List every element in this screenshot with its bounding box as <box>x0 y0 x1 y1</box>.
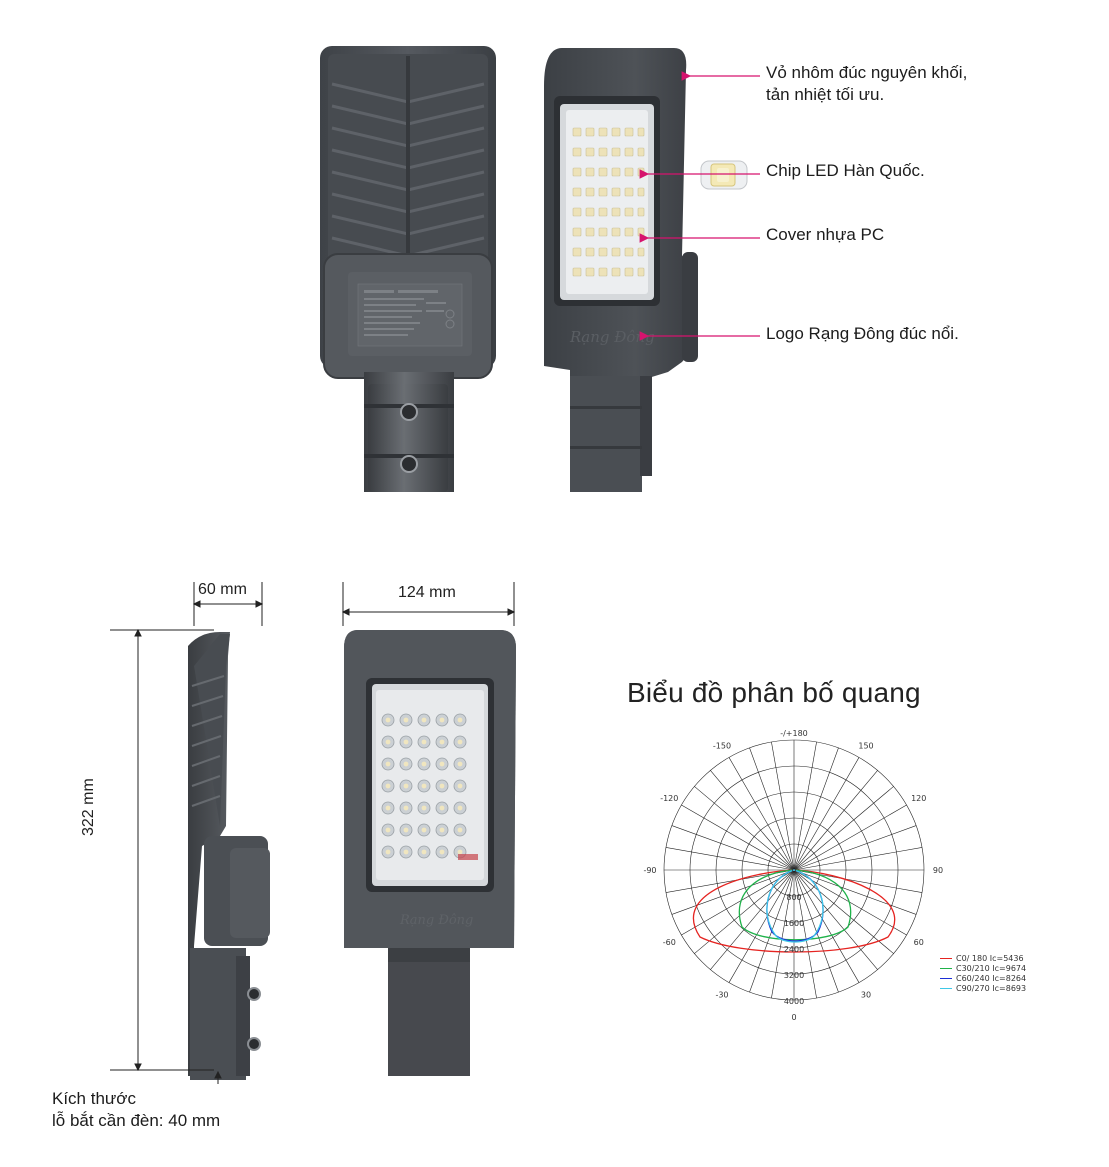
polar-angle-label: 90 <box>933 866 943 875</box>
polar-spoke <box>671 825 795 871</box>
polar-angle-label: -30 <box>715 991 728 1000</box>
led-grid-front <box>572 127 645 277</box>
legend-swatch-c90 <box>940 987 952 989</box>
lamp-side-view <box>188 632 270 1080</box>
polar-labels: -/+180 -150 150 -120 120 -90 90 -60 60 -30 30 0 0 800… <box>643 729 943 1022</box>
polar-angle-label: -90 <box>643 866 656 875</box>
polar-spoke <box>771 741 795 871</box>
polar-angle-label: -150 <box>713 741 731 750</box>
polar-legend: C0/ 180 Ic=5436 C30/210 Ic=9674 C60/240 … <box>940 953 1026 993</box>
polar-radial-label: 4000 <box>784 997 804 1006</box>
callout-housing-line1: Vỏ nhôm đúc nguyên khối, <box>766 63 968 82</box>
polar-grid <box>663 739 925 1001</box>
polar-radial-label: 3200 <box>784 971 804 980</box>
legend-item-c30: C30/210 Ic=9674 <box>940 963 1026 973</box>
callout-logo: Logo Rạng Đông đúc nổi. <box>766 324 959 343</box>
mount-hole-note-line1: Kích thước <box>52 1089 136 1108</box>
polar-spoke <box>771 869 795 999</box>
polar-spoke <box>710 869 795 970</box>
callout-housing-line2: tản nhiệt tối ưu. <box>766 85 885 104</box>
polar-spoke <box>694 786 795 871</box>
polar-spoke <box>681 869 795 936</box>
polar-radial-label: 2400 <box>784 945 804 954</box>
polar-angle-label: 30 <box>861 991 871 1000</box>
polar-curve-c90 <box>766 869 824 943</box>
polar-spoke <box>793 869 917 915</box>
legend-swatch-c60 <box>940 977 952 979</box>
polar-spoke <box>793 847 923 871</box>
dimension-depth: 60 mm <box>198 581 247 598</box>
mount-hole-note-line2: lỗ bắt cần đèn: 40 mm <box>52 1111 221 1130</box>
polar-spoke <box>671 869 795 915</box>
polar-angle-label: 120 <box>911 794 926 803</box>
lamp-front-view: Rạng Đông <box>344 630 516 1076</box>
callout-lines <box>639 71 760 341</box>
polar-spoke <box>793 869 860 983</box>
mount-hole-note: Kích thước lỗ bắt cần đèn: 40 mm <box>52 1088 220 1132</box>
polar-spoke <box>665 847 795 871</box>
polar-angle-label: -120 <box>660 794 678 803</box>
callout-chip: Chip LED Hàn Quốc. <box>766 161 925 180</box>
polar-spoke <box>793 804 907 871</box>
lamp-back-view <box>320 46 496 492</box>
polar-spoke <box>793 741 817 871</box>
polar-angle-label: 150 <box>858 741 873 750</box>
polar-spoke <box>793 869 817 999</box>
legend-swatch-c0 <box>940 957 952 959</box>
polar-spoke <box>749 747 795 871</box>
polar-curve-c0 <box>692 869 896 953</box>
polar-spoke <box>793 869 839 993</box>
polar-spoke <box>793 869 878 970</box>
legend-item-c0: C0/ 180 Ic=5436 <box>940 953 1026 963</box>
led-chip-image <box>700 160 748 190</box>
lamp-front-perspective: Rạng Đông <box>544 48 698 492</box>
callout-housing: Vỏ nhôm đúc nguyên khối, tản nhiệt tối ư… <box>766 62 967 106</box>
polar-spoke <box>710 770 795 871</box>
polar-spoke <box>793 757 860 871</box>
polar-radial-label: 0 <box>791 866 796 875</box>
polar-spoke <box>793 786 894 871</box>
legend-item-c60: C60/240 Ic=8264 <box>940 973 1026 983</box>
polar-spoke <box>793 747 839 871</box>
polar-spoke <box>728 869 795 983</box>
lamp-front-view-logo: Rạng Đông <box>399 913 473 928</box>
polar-angle-label: -60 <box>663 938 676 947</box>
polar-spoke <box>728 757 795 871</box>
lamp-front-logo: Rạng Đông <box>569 328 655 346</box>
dimension-lines <box>110 582 516 1084</box>
polar-spoke <box>793 825 917 871</box>
dimension-height: 322 mm <box>80 778 97 836</box>
polar-radial-label: 1600 <box>784 919 804 928</box>
polar-spoke <box>793 869 894 954</box>
polar-spoke <box>681 804 795 871</box>
polar-curve-c30 <box>738 869 852 941</box>
polar-spoke <box>793 770 878 871</box>
polar-diagram: -/+180 -150 150 -120 120 -90 90 -60 60 -30 30 0 0 800… <box>643 729 943 1022</box>
polar-spoke <box>694 869 795 954</box>
polar-top-label: -/+180 <box>780 729 808 738</box>
polar-angle-label: 60 <box>914 938 924 947</box>
dimension-width: 124 mm <box>398 584 456 601</box>
callout-cover: Cover nhựa PC <box>766 225 885 244</box>
polar-title: Biểu đồ phân bố quang <box>627 677 921 708</box>
polar-radial-label: 800 <box>786 893 801 902</box>
polar-curves <box>692 869 896 953</box>
polar-bottom-label: 0 <box>791 1013 796 1022</box>
legend-swatch-c30 <box>940 967 952 969</box>
legend-item-c90: C90/270 Ic=8693 <box>940 983 1026 993</box>
